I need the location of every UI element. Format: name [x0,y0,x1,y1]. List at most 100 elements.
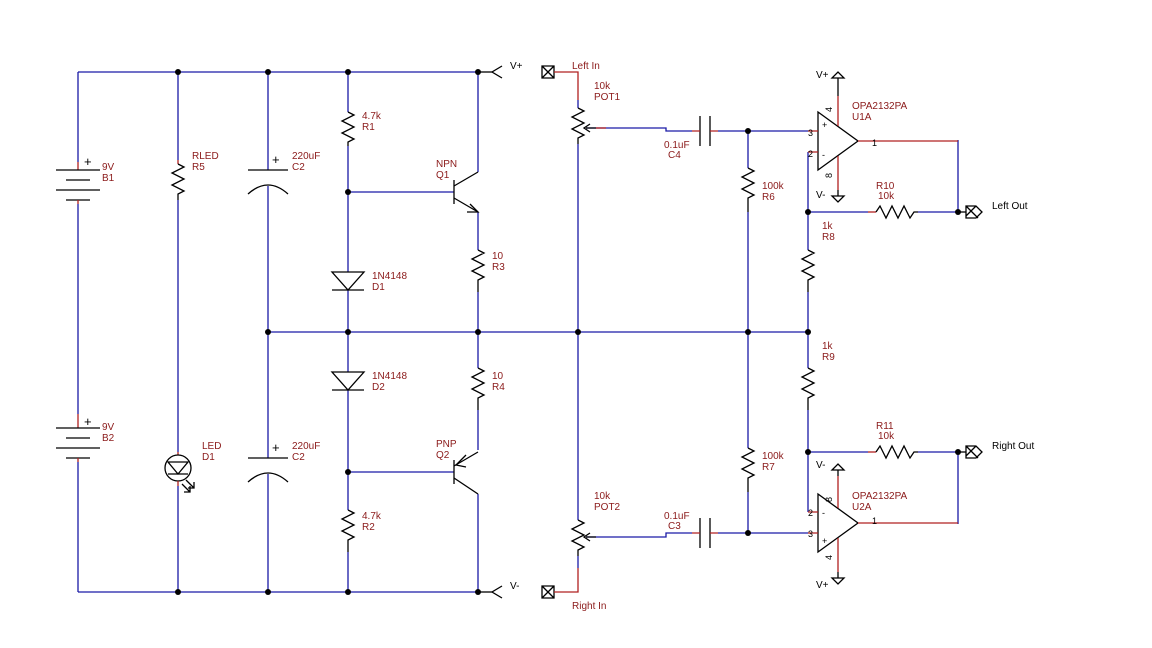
resistor-r1-ref: R1 [362,122,375,133]
capacitor-c2-bottom-plus: + [272,440,280,455]
transistor-q2: PNP Q2 [436,439,479,495]
battery-b1: + 9V B1 [56,154,115,204]
port-right-out-label: Right Out [992,441,1034,452]
resistor-r3-value: 10 [492,251,504,262]
diode-d1: 1N4148 D1 [330,271,407,293]
opamp-u1a-pin-vminus: 8 [824,173,834,178]
resistor-r5: RLED R5 [170,151,219,200]
opamp-u1a-part: OPA2132PA [852,101,908,112]
transistor-q1-type: NPN [436,159,457,170]
capacitor-c2-bottom-ref: C2 [292,452,305,463]
resistor-r4-value: 10 [492,371,504,382]
transistor-q2-type: PNP [436,439,457,450]
capacitor-c2-top-plus: + [272,152,280,167]
resistor-r6: 100k R6 [740,167,785,212]
diode-d2-ref: D2 [372,382,385,393]
battery-b1-plus: + [84,154,92,169]
battery-b2-plus: + [84,414,92,429]
battery-b1-ref: B1 [102,173,115,184]
capacitor-c2-bottom: + 220uF C2 [247,440,320,483]
pot-pot1-value: 10k [594,81,611,92]
battery-b2-ref: B2 [102,433,115,444]
diode-d1-value: 1N4148 [372,271,407,282]
resistor-r8-ref: R8 [822,232,835,243]
diode-d1-ref: D1 [372,282,385,293]
resistor-r4-ref: R4 [492,382,505,393]
diode-d2: 1N4148 D2 [330,371,407,393]
rail-vplus-main-label: V+ [510,61,523,72]
resistor-r11: R11 10k [868,421,918,460]
resistor-r10: R10 10k [868,181,918,220]
opamp-u2a-pin-vplus: 4 [824,555,834,560]
resistor-r2-value: 4.7k [362,511,382,522]
battery-b1-value: 9V [102,162,115,173]
opamp-u1a-pin-out: 1 [872,138,877,148]
resistor-r11-ref: R11 [876,421,894,432]
opamp-u1a-ref: U1A [852,112,872,123]
opamp-u1a-pin-inv: 2 [808,149,813,159]
opamp-u2a-bottom-rail: V+ [816,580,829,591]
resistor-r8: 1k R8 [800,221,835,292]
opamp-u1a: + - 3 2 1 4 8 V+ V- OPA2132PA U1A [808,70,958,203]
resistor-r3: 10 R3 [470,249,505,292]
capacitor-c4-ref: C4 [668,150,681,161]
resistor-r9-ref: R9 [822,352,835,363]
resistor-r7-value: 100k [762,451,785,462]
resistor-r6-value: 100k [762,181,785,192]
resistor-r1: 4.7k R1 [340,111,382,146]
wires [77,71,959,593]
resistor-r5-ref: R5 [192,162,205,173]
opamp-u2a-plus: + [822,536,827,546]
battery-b2: + 9V B2 [56,414,115,462]
port-left-out-label: Left Out [992,201,1028,212]
capacitor-c3: 0.1uF C3 [664,511,718,548]
battery-b2-value: 9V [102,422,115,433]
resistor-r9: 1k R9 [800,341,835,410]
resistor-r10-value: 10k [878,191,895,202]
rail-vminus-main: V- [480,581,519,599]
port-left-in-label: Left In [572,61,600,72]
opamp-u2a-pin-inv: 2 [808,508,813,518]
capacitor-c2-bottom-value: 220uF [292,441,320,452]
opamp-u2a-pin-out: 1 [872,516,877,526]
resistor-r3-ref: R3 [492,262,505,273]
capacitor-c3-value: 0.1uF [664,511,690,522]
transistor-q1: NPN Q1 [436,159,480,213]
junctions [175,69,961,595]
port-right-in-label: Right In [572,601,606,612]
rail-vminus-main-label: V- [510,581,519,592]
resistor-r1-value: 4.7k [362,111,382,122]
resistor-r6-ref: R6 [762,192,775,203]
pot-pot2-value: 10k [594,491,611,502]
pot-pot1-ref: POT1 [594,92,621,103]
capacitor-c2-top-value: 220uF [292,151,320,162]
resistor-r8-value: 1k [822,221,834,232]
resistor-r7: 100k R7 [740,447,785,492]
port-right-in: Right In [541,568,606,612]
resistor-r4: 10 R4 [470,367,505,410]
opamp-u1a-minus: - [822,150,825,160]
rail-vplus-main: V+ [480,61,523,79]
opamp-u1a-top-rail: V+ [816,70,829,81]
resistor-r11-value: 10k [878,431,895,442]
opamp-u2a-minus: - [822,508,825,518]
diode-d2-value: 1N4148 [372,371,407,382]
resistor-r2: 4.7k R2 [340,509,382,552]
opamp-u2a-top-rail: V- [816,460,825,471]
capacitor-c4: 0.1uF C4 [664,116,718,161]
capacitor-c2-top: + 220uF C2 [247,151,320,195]
port-left-out: Left Out [958,201,1028,219]
opamp-u1a-pin-noninv: 3 [808,128,813,138]
led-d1-ref: D1 [202,452,215,463]
opamp-u1a-bottom-rail: V- [816,190,825,201]
resistor-r10-ref: R10 [876,181,895,192]
opamp-u1a-pin-vplus: 4 [824,107,834,112]
pot-pot2: 10k POT2 [570,491,621,556]
resistor-r9-value: 1k [822,341,834,352]
pot-pot1: 10k POT1 [570,81,621,144]
capacitor-c2-top-ref: C2 [292,162,305,173]
opamp-u2a-ref: U2A [852,502,872,513]
opamp-u2a-pin-vminus: 8 [824,497,834,502]
capacitor-c3-ref: C3 [668,521,681,532]
